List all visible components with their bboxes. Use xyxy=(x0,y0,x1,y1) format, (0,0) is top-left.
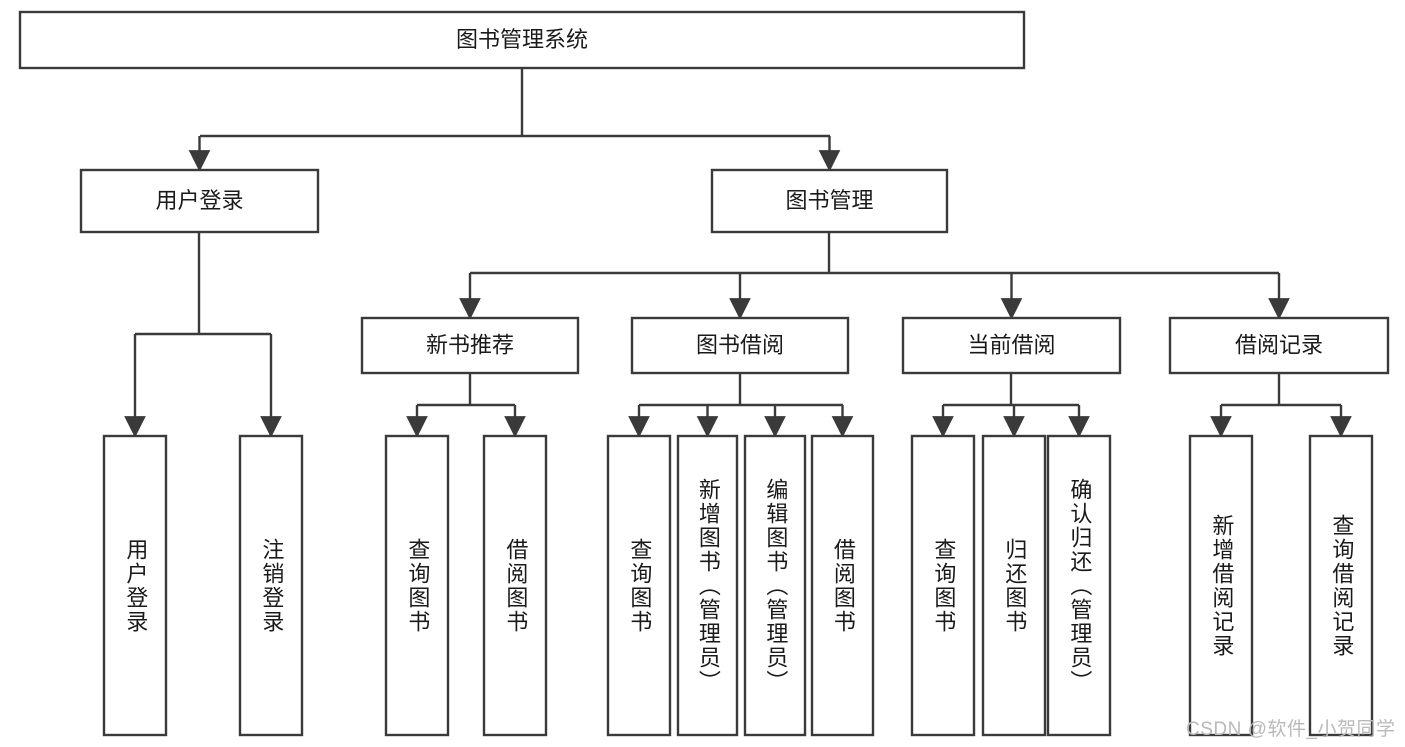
node-book-borrow-label: 图书借阅 xyxy=(696,332,784,357)
node-leaf-query-book-current[interactable] xyxy=(910,434,976,737)
connectors-layer xyxy=(124,68,1352,438)
node-new-book-recommend[interactable] xyxy=(360,316,580,375)
node-current-borrow-label: 当前借阅 xyxy=(967,332,1055,357)
node-user-login-label: 用户登录 xyxy=(155,188,243,213)
node-root-label: 图书管理系统 xyxy=(456,27,588,52)
node-user-login[interactable] xyxy=(79,168,320,234)
node-leaf-user-login[interactable] xyxy=(102,434,168,737)
node-leaf-borrow-book[interactable] xyxy=(810,434,875,737)
node-leaf-borrow-book-recommend[interactable] xyxy=(482,434,548,737)
node-book-management-label: 图书管理 xyxy=(785,188,873,213)
node-new-book-recommend-label: 新书推荐 xyxy=(426,332,514,357)
node-root[interactable] xyxy=(18,10,1026,70)
node-leaf-add-borrow-record[interactable] xyxy=(1188,434,1254,737)
node-leaf-edit-book[interactable] xyxy=(743,434,807,737)
node-leaf-confirm-return[interactable] xyxy=(1046,434,1112,737)
node-leaf-add-book[interactable] xyxy=(676,434,739,737)
node-leaf-return-book[interactable] xyxy=(981,434,1047,737)
node-current-borrow[interactable] xyxy=(901,316,1122,375)
node-leaf-logout[interactable] xyxy=(238,434,304,737)
node-leaf-query-borrow-record[interactable] xyxy=(1308,434,1374,737)
csdn-watermark: CSDN @软件_小贺同学 xyxy=(1186,719,1396,740)
node-book-management[interactable] xyxy=(710,168,949,234)
node-borrow-record[interactable] xyxy=(1168,316,1390,375)
node-leaf-query-book-borrow[interactable] xyxy=(606,434,672,737)
node-borrow-record-label: 借阅记录 xyxy=(1235,332,1323,357)
boxes-layer xyxy=(18,10,1390,737)
node-book-borrow[interactable] xyxy=(630,316,850,375)
node-leaf-query-book-recommend[interactable] xyxy=(384,434,450,737)
